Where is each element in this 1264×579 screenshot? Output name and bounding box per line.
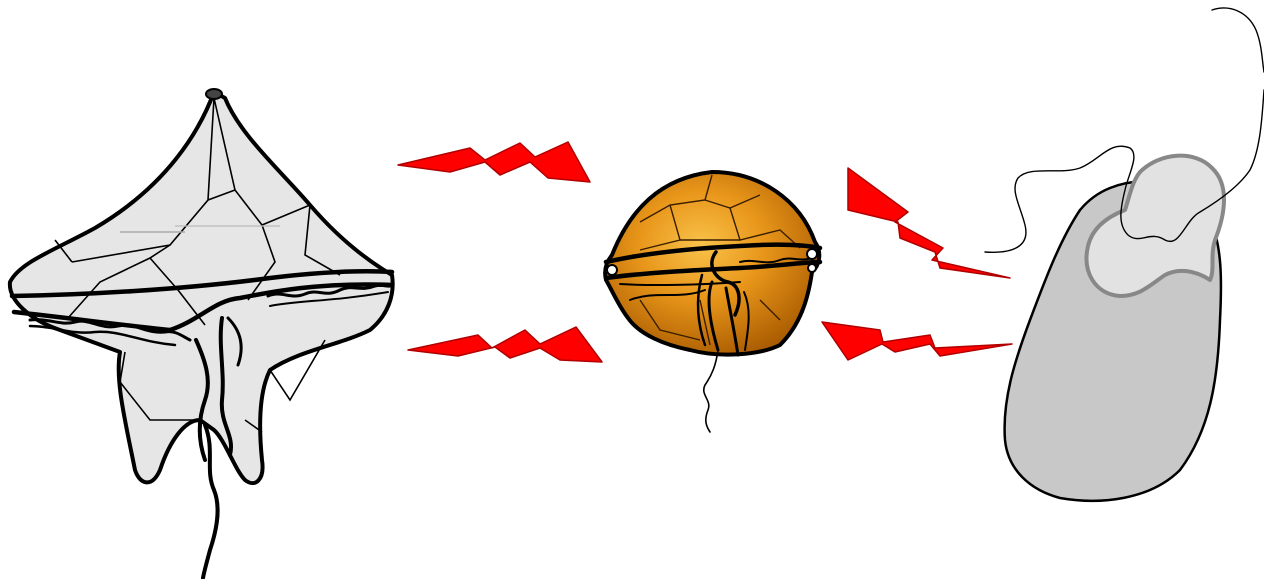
arrow-right-upper [848,168,1010,278]
grey-cell-lobe [1087,156,1224,296]
arrow-left-lower [408,327,602,362]
orange-dinoflagellate-illustration [605,172,820,432]
large-dinoflagellate-illustration [10,89,393,578]
apical-tip [206,89,222,99]
grey-cell-thread-top [1212,8,1264,72]
arrow-left-upper [398,142,590,182]
grey-target-cell-illustration [985,8,1264,501]
arrow-right-lower [822,322,1012,360]
orange-flagellum [704,350,718,432]
